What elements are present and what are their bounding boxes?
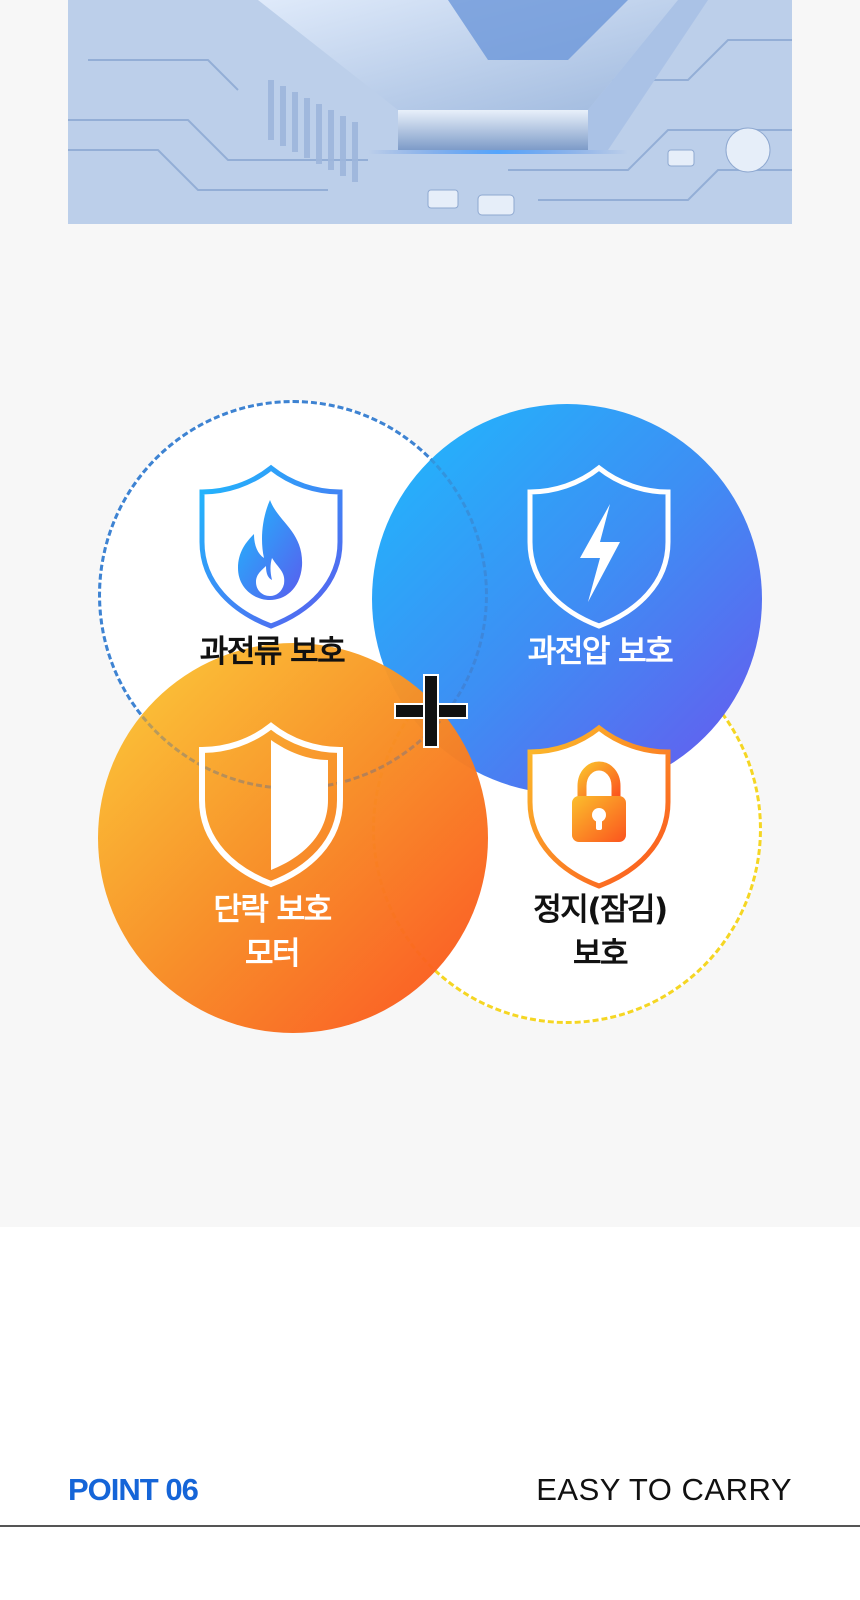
stall-lock-label-line1: 정지(잠김) (533, 892, 668, 928)
point-number: POINT 06 (68, 1472, 199, 1507)
section-title: EASY TO CARRY (536, 1472, 792, 1507)
short-circuit-label-line2: 모터 (244, 936, 301, 972)
protection-diagram: 과전류 보호 과전압 보호 단락 보호 모터 (0, 390, 860, 1040)
stall-lock-label-line2: 보호 (572, 936, 629, 972)
hero-image (68, 0, 792, 224)
section-header: POINT 06 EASY TO CARRY (0, 1466, 860, 1526)
half-shield-icon (196, 720, 346, 890)
lock-shield-icon (524, 722, 674, 892)
circuit-chip-illustration (68, 0, 792, 224)
lightning-shield-icon (524, 462, 674, 632)
short-circuit-label-line1: 단락 보호 (213, 892, 332, 928)
flame-shield-icon (196, 462, 346, 632)
overvoltage-label: 과전압 보호 (527, 634, 674, 670)
overcurrent-label: 과전류 보호 (199, 634, 346, 670)
plus-icon (394, 674, 468, 748)
plus-vertical-bar (423, 674, 439, 748)
section-divider (0, 1525, 860, 1527)
